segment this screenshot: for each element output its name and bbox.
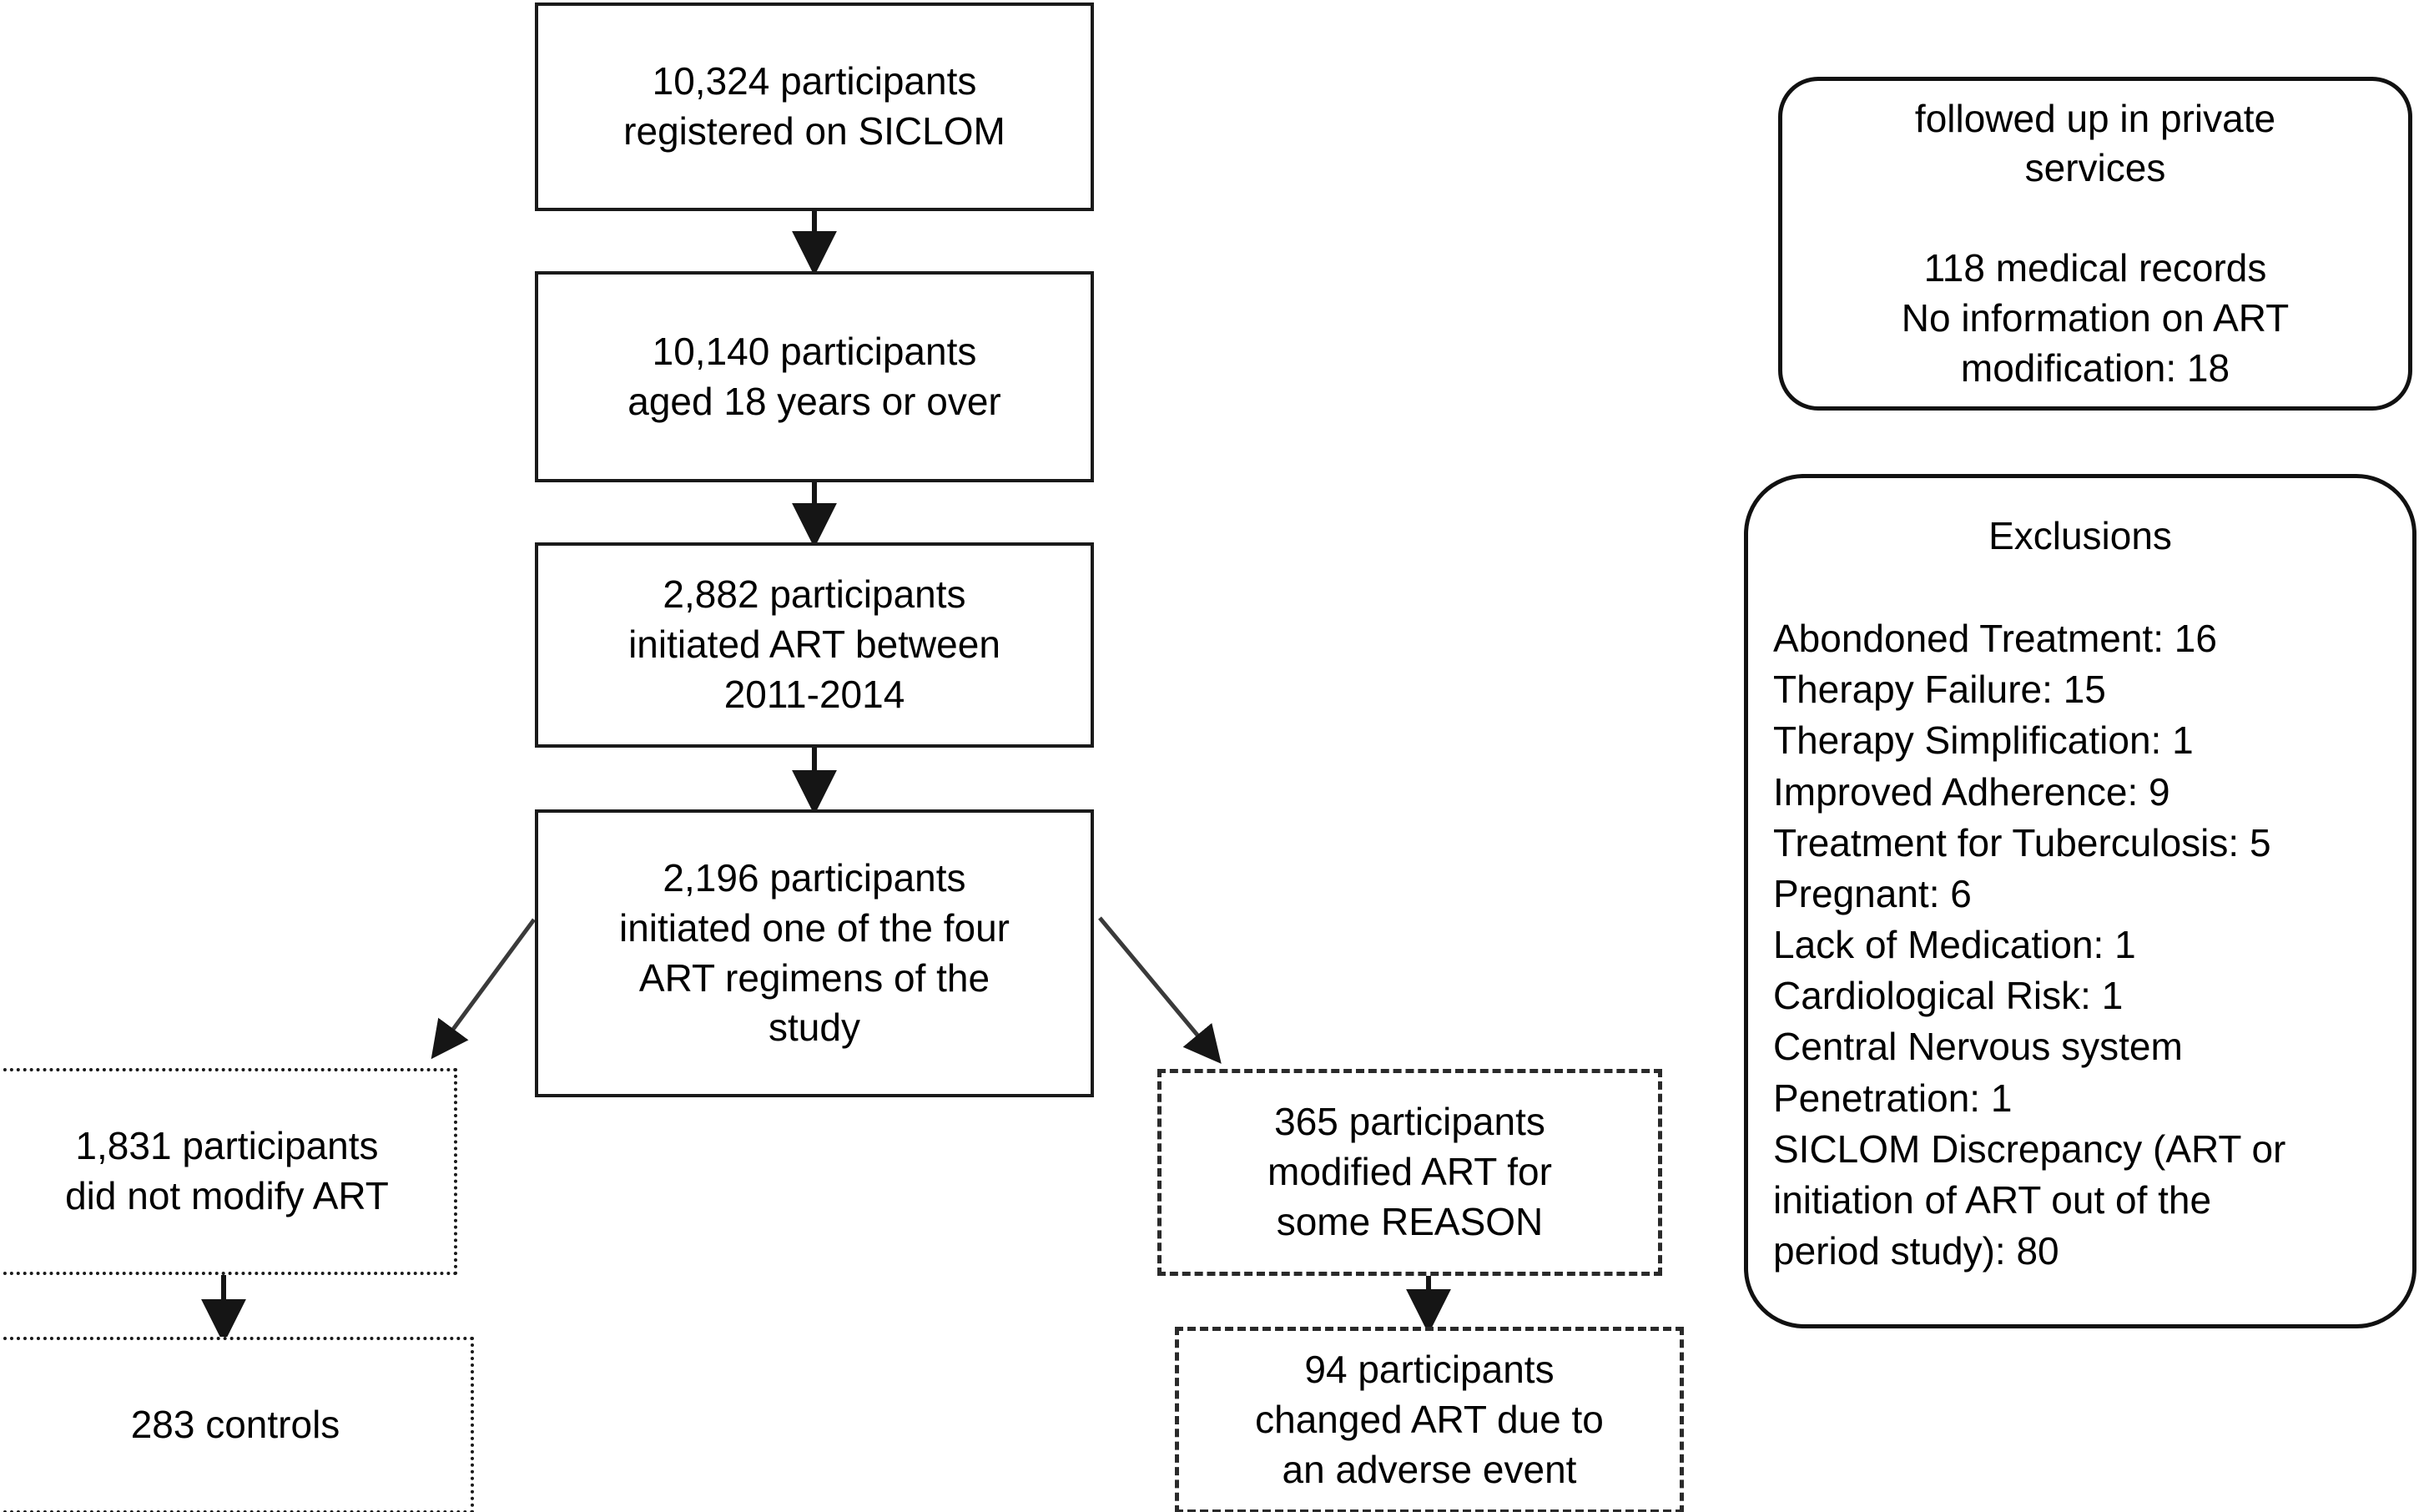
flow-box-initiated-art-label: 2,882 participants initiated ART between… <box>628 572 1000 716</box>
flow-box-initiated-art: 2,882 participants initiated ART between… <box>535 542 1094 748</box>
panel-private-services-text: followed up in private services 118 medi… <box>1901 96 2290 390</box>
flow-box-controls: 283 controls <box>0 1337 474 1512</box>
flow-box-modified-art: 365 participants modified ART for some R… <box>1157 1069 1662 1276</box>
flow-box-did-not-modify-art: 1,831 participants did not modify ART <box>0 1068 457 1275</box>
flow-box-modified-art-label: 365 participants modified ART for some R… <box>1267 1100 1552 1243</box>
flow-box-registered-label: 10,324 participants registered on SICLOM <box>623 59 1005 153</box>
flow-box-adverse-event-label: 94 participants changed ART due to an ad… <box>1255 1348 1604 1491</box>
flow-box-four-regimens: 2,196 participants initiated one of the … <box>535 809 1094 1097</box>
flow-box-aged-18-or-over: 10,140 participants aged 18 years or ove… <box>535 271 1094 482</box>
flow-box-adverse-event: 94 participants changed ART due to an ad… <box>1175 1327 1684 1512</box>
panel-exclusions: Exclusions Abondoned Treatment: 16 Thera… <box>1744 474 2416 1328</box>
panel-exclusions-title: Exclusions <box>1988 514 2172 557</box>
flow-box-did-not-modify-art-label: 1,831 participants did not modify ART <box>65 1124 389 1217</box>
flow-box-aged-18-or-over-label: 10,140 participants aged 18 years or ove… <box>627 329 1001 423</box>
flow-box-controls-label: 283 controls <box>130 1403 340 1447</box>
panel-private-services: followed up in private services 118 medi… <box>1778 77 2412 411</box>
arrow-box4-to-right-branch <box>1098 916 1222 1064</box>
arrow-box4-to-left-branch <box>431 918 537 1060</box>
flow-box-registered: 10,324 participants registered on SICLOM <box>535 3 1094 211</box>
flow-box-four-regimens-label: 2,196 participants initiated one of the … <box>619 855 1010 1050</box>
panel-exclusions-list: Abondoned Treatment: 16 Therapy Failure:… <box>1773 617 2286 1273</box>
